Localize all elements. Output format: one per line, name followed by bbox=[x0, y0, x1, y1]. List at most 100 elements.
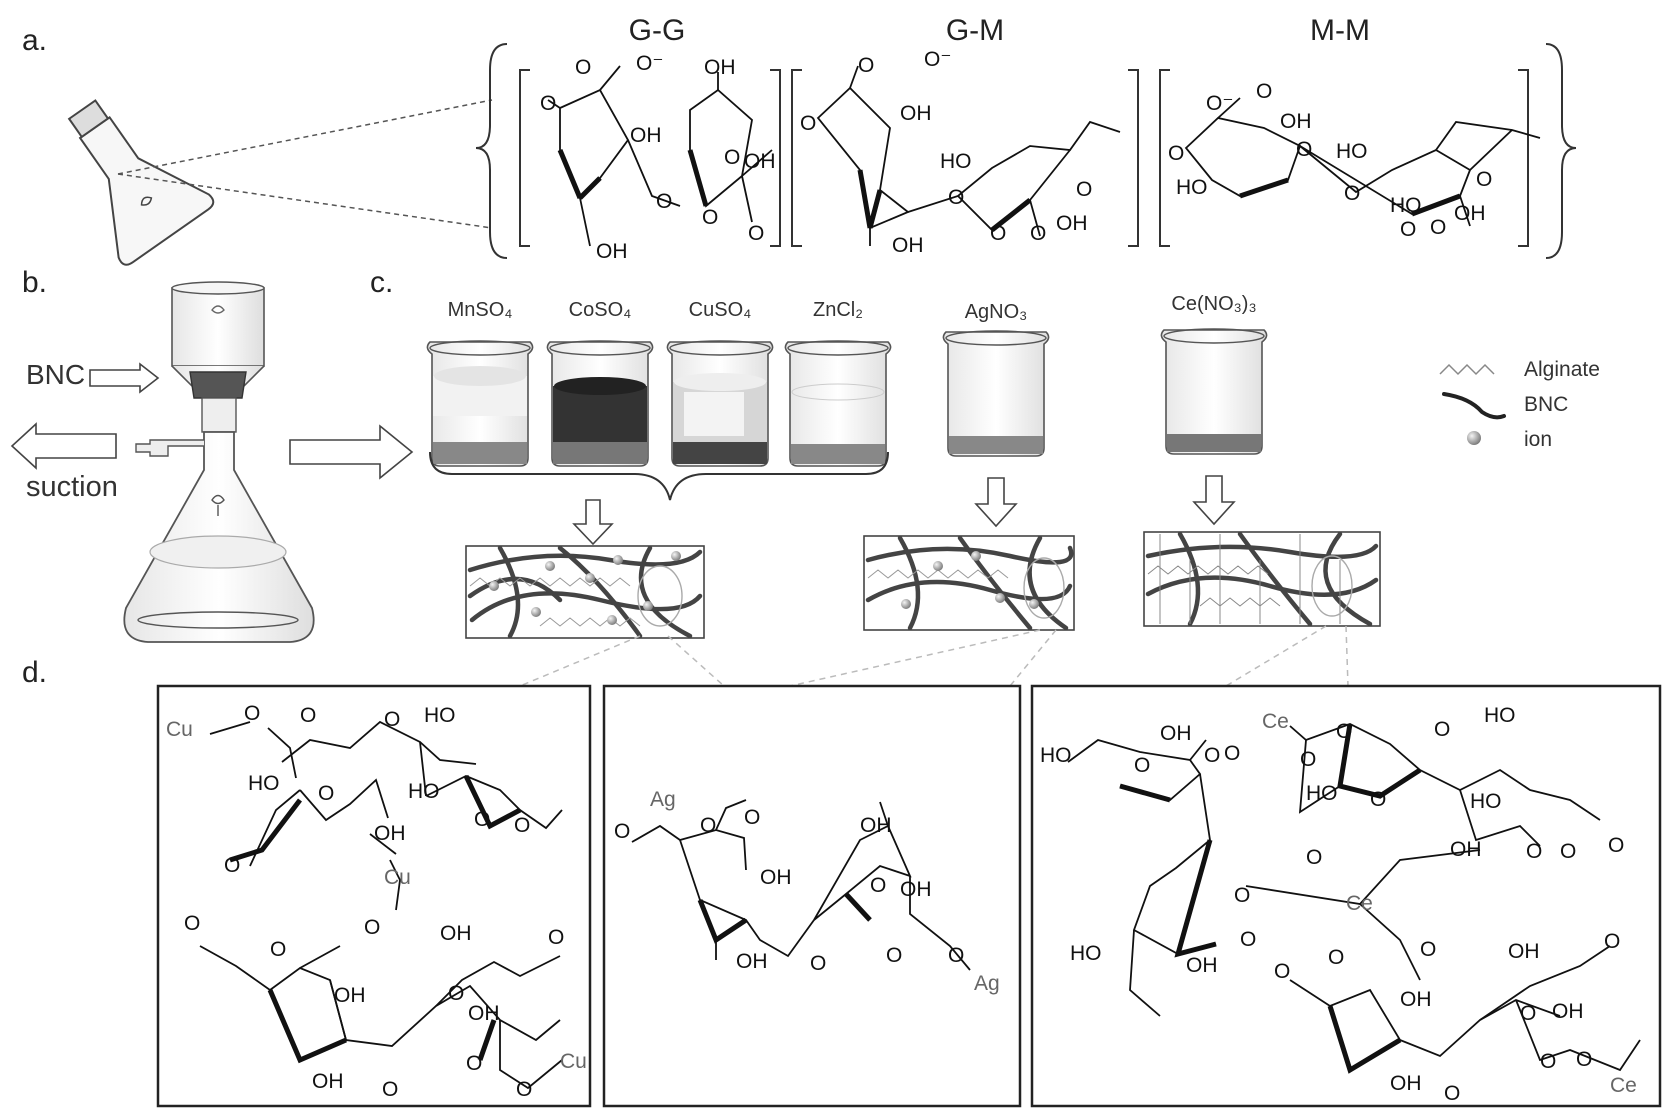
salt-label-ceno33: Ce(NO₃)₃ bbox=[1171, 293, 1256, 315]
svg-text:OH: OH bbox=[736, 950, 768, 973]
svg-text:O: O bbox=[382, 1078, 398, 1101]
svg-text:O: O bbox=[1134, 754, 1150, 777]
svg-text:O: O bbox=[1274, 960, 1290, 983]
rubber-stopper bbox=[189, 371, 247, 399]
svg-text:O: O bbox=[575, 56, 591, 79]
svg-text:O: O bbox=[300, 704, 316, 727]
ce-structure bbox=[1067, 723, 1641, 1074]
svg-text:OH: OH bbox=[1508, 940, 1540, 963]
svg-text:O: O bbox=[1420, 938, 1436, 961]
svg-text:O: O bbox=[548, 926, 564, 949]
svg-text:O: O bbox=[1344, 182, 1360, 205]
svg-text:OH: OH bbox=[1390, 1072, 1422, 1095]
suction-arrow bbox=[10, 422, 117, 470]
svg-text:HO: HO bbox=[248, 772, 280, 795]
svg-text:O: O bbox=[1328, 946, 1344, 969]
beaker-group-brace bbox=[429, 451, 889, 501]
svg-text:OH: OH bbox=[1450, 838, 1482, 861]
svg-text:O: O bbox=[1608, 834, 1624, 857]
svg-text:O: O bbox=[700, 814, 716, 837]
svg-text:OH: OH bbox=[1280, 110, 1312, 133]
svg-text:HO: HO bbox=[1070, 942, 1102, 965]
svg-text:O: O bbox=[384, 708, 400, 731]
svg-text:O: O bbox=[870, 874, 886, 897]
svg-text:OH: OH bbox=[900, 878, 932, 901]
down-arrow-1 bbox=[572, 499, 614, 546]
fiber-icon bbox=[1442, 392, 1506, 420]
ce-atoms: HO OH O O O Ce O O O HO HO O HO O O OH O… bbox=[1040, 704, 1637, 1105]
svg-text:O: O bbox=[614, 820, 630, 843]
svg-text:Cu: Cu bbox=[166, 718, 193, 741]
svg-text:O: O bbox=[466, 1052, 482, 1075]
svg-text:OH: OH bbox=[1056, 212, 1088, 235]
side-arm bbox=[135, 439, 204, 457]
svg-text:Cu: Cu bbox=[384, 866, 411, 889]
zoom-lines-d bbox=[519, 625, 1349, 687]
svg-text:OH: OH bbox=[1400, 988, 1432, 1011]
bnc-arrow bbox=[89, 362, 160, 394]
suction-label: suction bbox=[26, 471, 118, 503]
salt-label-mnso4: MnSO₄ bbox=[448, 299, 513, 321]
svg-text:O: O bbox=[364, 916, 380, 939]
salt-label-agno3: AgNO₃ bbox=[965, 301, 1028, 323]
svg-text:O: O bbox=[990, 222, 1006, 245]
gm-atoms: O O O⁻ OH HO O O O O OH OH bbox=[800, 48, 1092, 257]
panel-d: Cu O O O HO HO O HO OH O O O Cu O O O OH… bbox=[156, 684, 1662, 1108]
svg-text:O: O bbox=[1604, 930, 1620, 953]
svg-text:O: O bbox=[1296, 138, 1312, 161]
salt-label-zncl2: ZnCl₂ bbox=[813, 299, 863, 321]
svg-text:OH: OH bbox=[312, 1070, 344, 1093]
legend-alginate: Alginate bbox=[1524, 358, 1600, 381]
svg-text:O: O bbox=[1576, 1048, 1592, 1071]
svg-text:O: O bbox=[1400, 218, 1416, 241]
beaker-coso4 bbox=[546, 340, 654, 467]
svg-text:O: O bbox=[1560, 840, 1576, 863]
svg-text:HO: HO bbox=[408, 780, 440, 803]
svg-text:O: O bbox=[1240, 928, 1256, 951]
svg-text:O: O bbox=[724, 146, 740, 169]
zigzag-icon bbox=[1439, 363, 1495, 376]
b-to-c-arrow bbox=[289, 424, 414, 480]
panel-a-label: a. bbox=[22, 24, 47, 57]
panel-d-label: d. bbox=[22, 656, 47, 689]
svg-text:O: O bbox=[1234, 884, 1250, 907]
svg-text:OH: OH bbox=[760, 866, 792, 889]
svg-text:O: O bbox=[1300, 748, 1316, 771]
mm-structure bbox=[1184, 97, 1541, 227]
network-box-1 bbox=[465, 545, 705, 639]
sphere-icon bbox=[1467, 431, 1481, 445]
svg-text:O: O bbox=[540, 92, 556, 115]
panel-b-label: b. bbox=[22, 266, 47, 299]
svg-text:OH: OH bbox=[630, 124, 662, 147]
svg-text:O: O bbox=[1540, 1050, 1556, 1073]
svg-text:O⁻: O⁻ bbox=[924, 48, 951, 71]
buchner-funnel bbox=[171, 287, 265, 367]
legend-ion: ion bbox=[1524, 428, 1552, 451]
svg-text:O: O bbox=[1076, 178, 1092, 201]
ag-atoms: Ag O O O OH OH O OH OH O O O Ag bbox=[614, 788, 1000, 995]
svg-text:OH: OH bbox=[1552, 1000, 1584, 1023]
svg-text:O: O bbox=[858, 54, 874, 77]
cu-atoms: Cu O O O HO HO O HO OH O O O Cu O O O OH… bbox=[166, 702, 587, 1101]
svg-text:HO: HO bbox=[1390, 194, 1422, 217]
svg-text:O: O bbox=[748, 222, 764, 245]
brace-right bbox=[1545, 43, 1577, 259]
bnc-label: BNC bbox=[26, 359, 85, 390]
svg-text:O: O bbox=[1168, 142, 1184, 165]
svg-text:O: O bbox=[1434, 718, 1450, 741]
svg-text:Ag: Ag bbox=[974, 972, 1000, 995]
svg-text:OH: OH bbox=[900, 102, 932, 125]
ag-structure bbox=[631, 799, 971, 971]
svg-text:OH: OH bbox=[1454, 202, 1486, 225]
svg-text:O: O bbox=[800, 112, 816, 135]
svg-text:O: O bbox=[318, 782, 334, 805]
down-arrow-2 bbox=[974, 477, 1018, 528]
svg-text:HO: HO bbox=[1040, 744, 1072, 767]
beaker-mnso4 bbox=[426, 340, 534, 467]
svg-text:O: O bbox=[1430, 216, 1446, 239]
brace-left bbox=[475, 43, 508, 259]
svg-text:OH: OH bbox=[744, 150, 776, 173]
beaker-ceno33 bbox=[1160, 328, 1268, 455]
svg-text:O: O bbox=[270, 938, 286, 961]
svg-text:OH: OH bbox=[596, 240, 628, 263]
